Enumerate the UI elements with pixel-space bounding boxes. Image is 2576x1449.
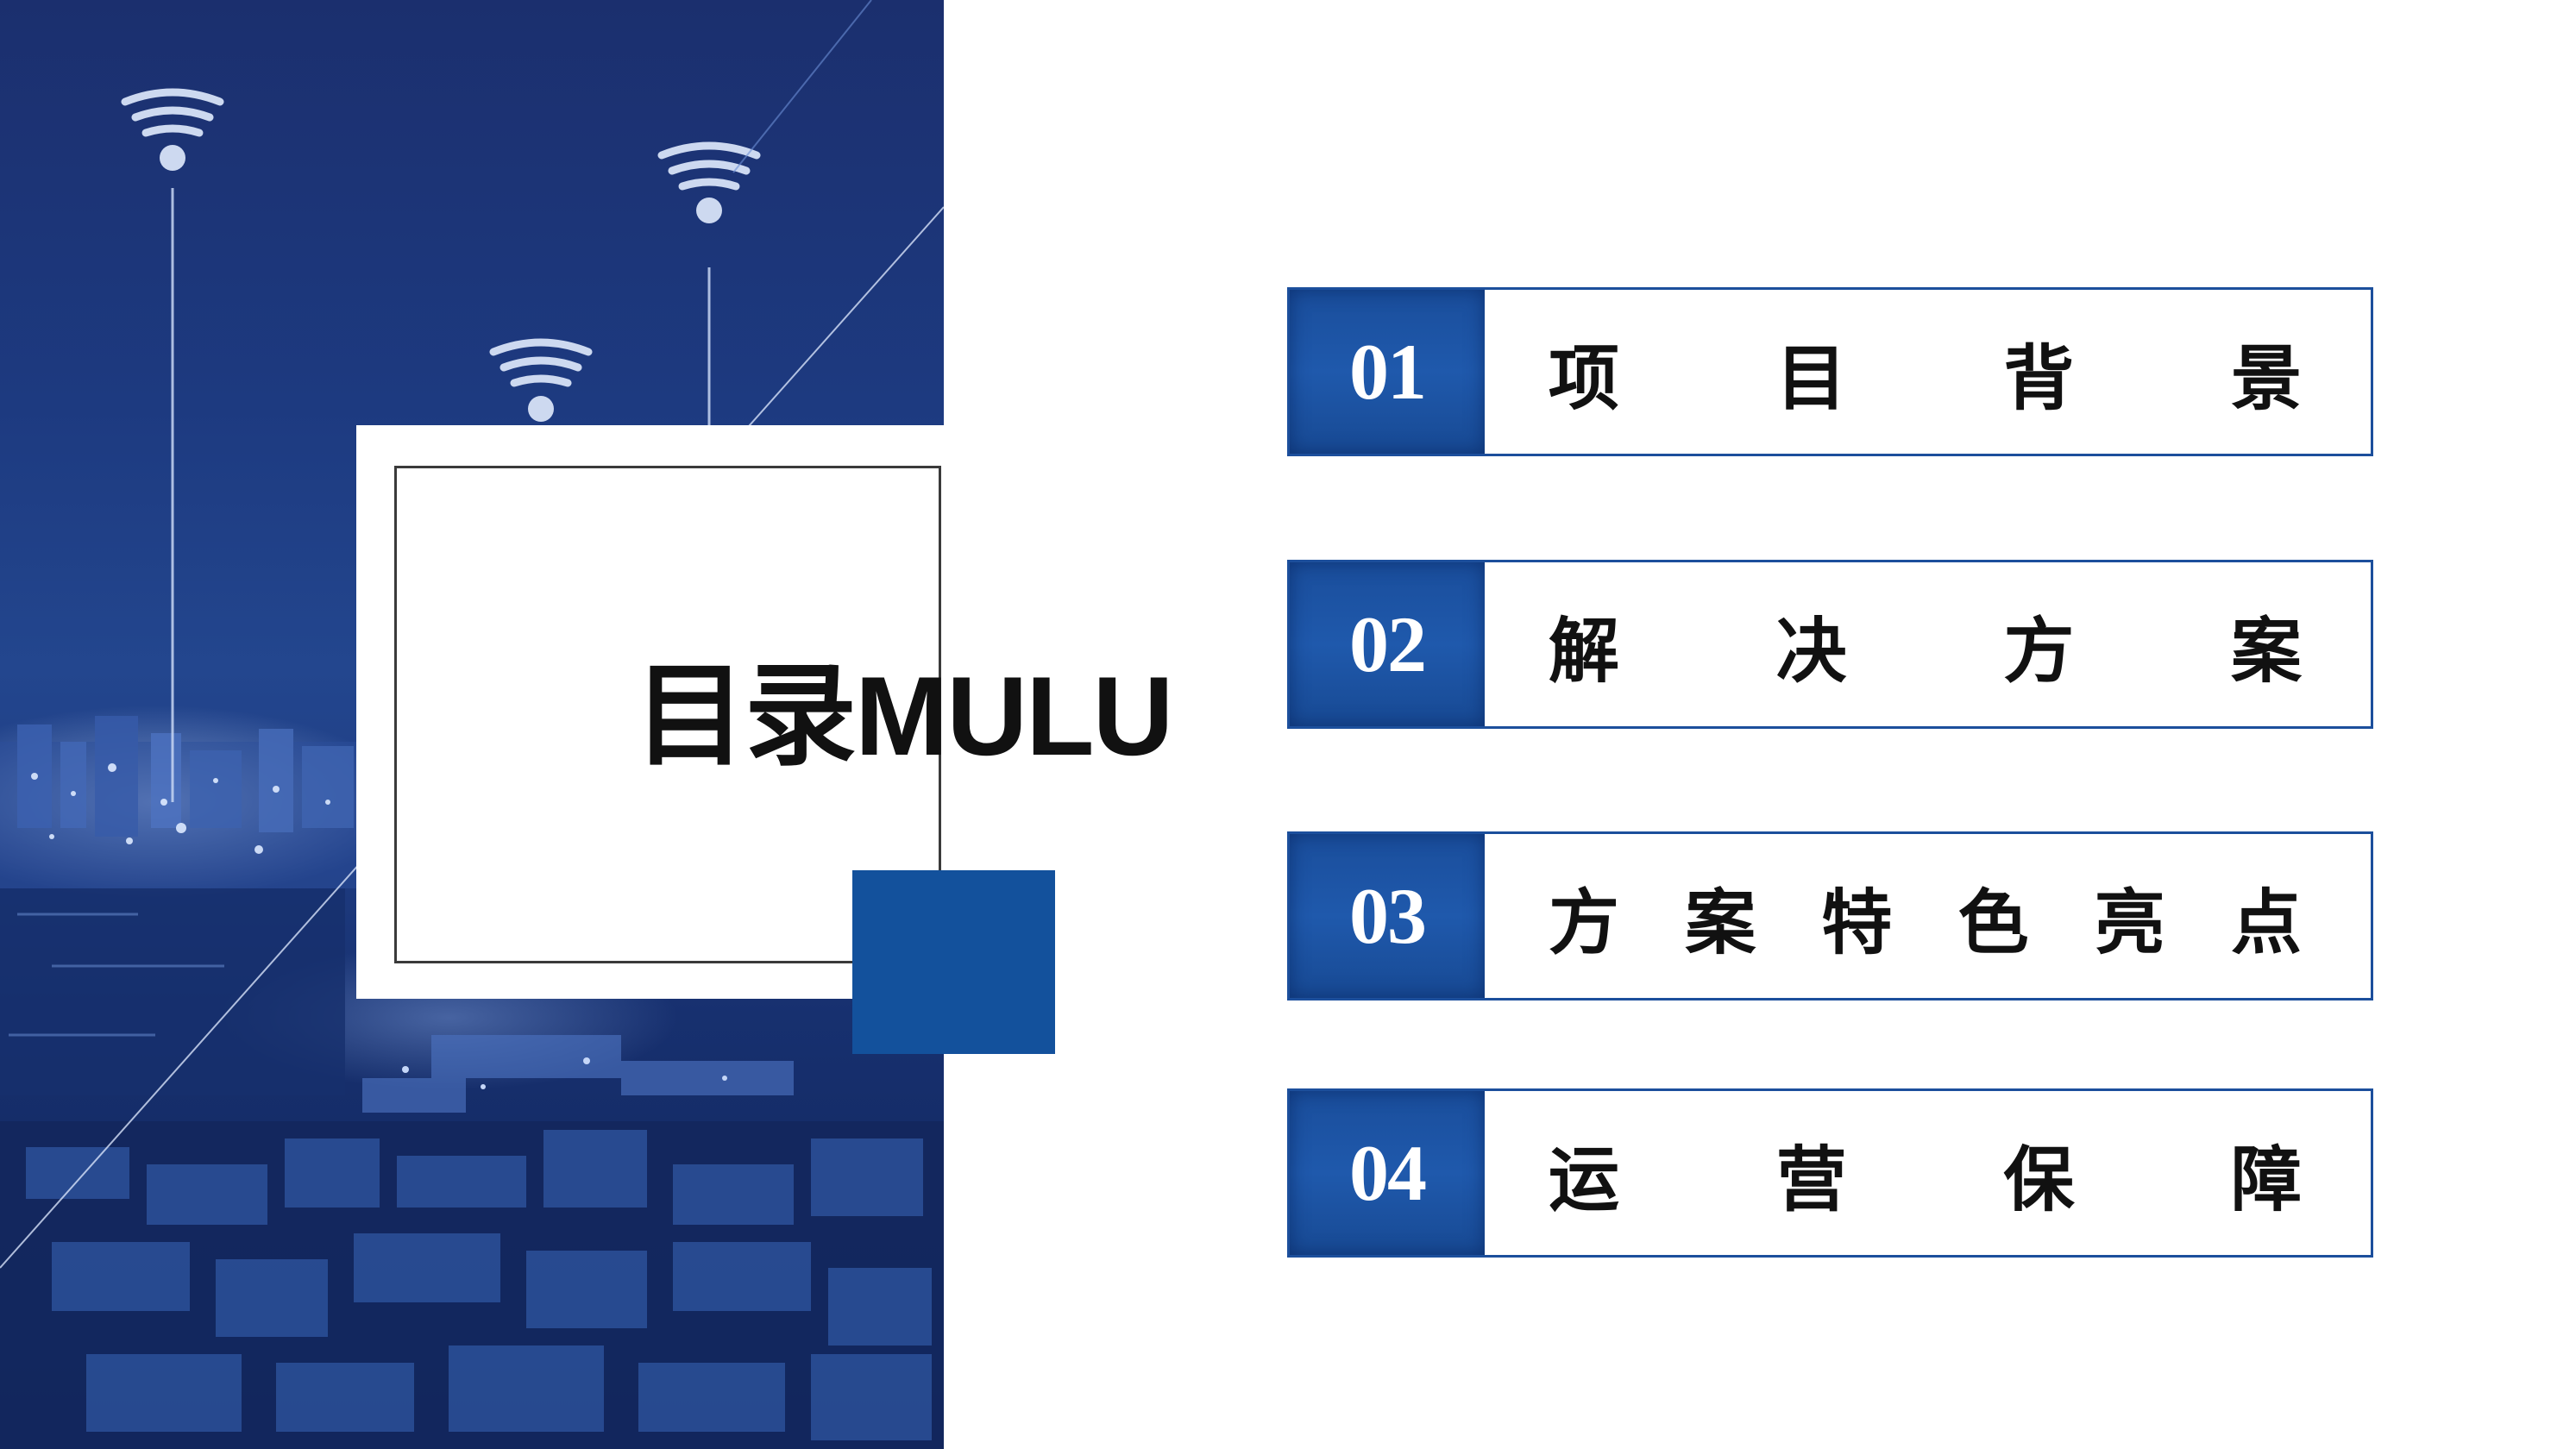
menu-label-char: 点 <box>2230 881 2302 964</box>
menu-label: 解决方案 <box>1549 562 2302 726</box>
menu-label-char: 背 <box>2003 337 2075 420</box>
menu-label-char: 保 <box>2003 1138 2075 1221</box>
page-title: 目录MULU <box>634 653 1173 779</box>
menu-label-char: 景 <box>2230 337 2302 420</box>
title-panel <box>356 425 944 999</box>
wifi-signal-icon <box>121 88 224 171</box>
menu-label: 方案特色亮点 <box>1549 834 2302 998</box>
menu-label: 运营保障 <box>1549 1091 2302 1255</box>
menu-label-char: 运 <box>1549 1138 1620 1221</box>
menu-number: 04 <box>1290 1091 1485 1255</box>
wifi-signal-icon <box>489 338 593 422</box>
menu-item-03[interactable]: 03 方案特色亮点 <box>1287 831 2373 1000</box>
menu-label-char: 营 <box>1775 1138 1847 1221</box>
menu-label-char: 解 <box>1549 610 1620 693</box>
menu-label-char: 目 <box>1775 337 1847 420</box>
menu-label-char: 决 <box>1775 610 1847 693</box>
menu-label-char: 特 <box>1821 881 1893 964</box>
menu-number: 03 <box>1290 834 1485 998</box>
menu-item-02[interactable]: 02 解 决 方 案 <box>1287 560 2373 729</box>
title-frame <box>394 466 941 963</box>
menu-label-char: 案 <box>2230 610 2302 693</box>
menu-label-char: 案 <box>1685 881 1756 964</box>
menu-label-char: 障 <box>2230 1138 2302 1221</box>
menu-number: 02 <box>1290 562 1485 726</box>
menu-label-char: 项 <box>1549 337 1620 420</box>
menu-label-char: 方 <box>1549 881 1620 964</box>
menu-item-01[interactable]: 01 项 目 背 景 <box>1287 287 2373 456</box>
menu-item-04[interactable]: 04 运 营 保 障 <box>1287 1088 2373 1258</box>
wifi-signal-icon <box>657 141 761 223</box>
menu-number: 01 <box>1290 290 1485 454</box>
accent-square <box>852 870 1055 1054</box>
menu-label-char: 方 <box>2003 610 2075 693</box>
menu-label: 项目背景 <box>1549 290 2302 454</box>
menu-label-char: 亮 <box>2094 881 2165 964</box>
menu-label-char: 色 <box>1957 881 2029 964</box>
